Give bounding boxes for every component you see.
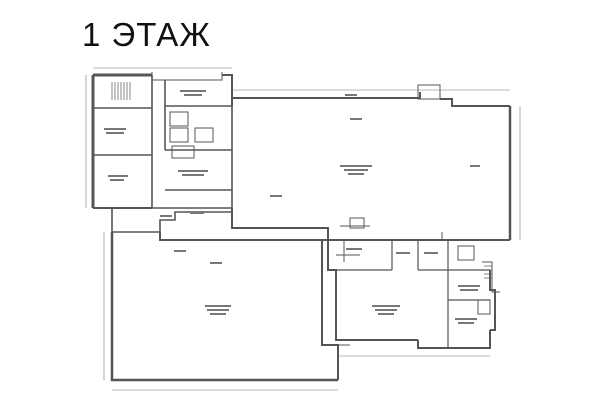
upper-hall	[231, 84, 512, 241]
lower-hall	[110, 232, 350, 382]
floor-title: 1 ЭТАЖ	[82, 16, 211, 53]
room-label-marks	[104, 90, 480, 324]
lower-right-block	[327, 240, 500, 349]
dimension-lines	[85, 67, 521, 391]
upper-left-block	[91, 72, 233, 233]
